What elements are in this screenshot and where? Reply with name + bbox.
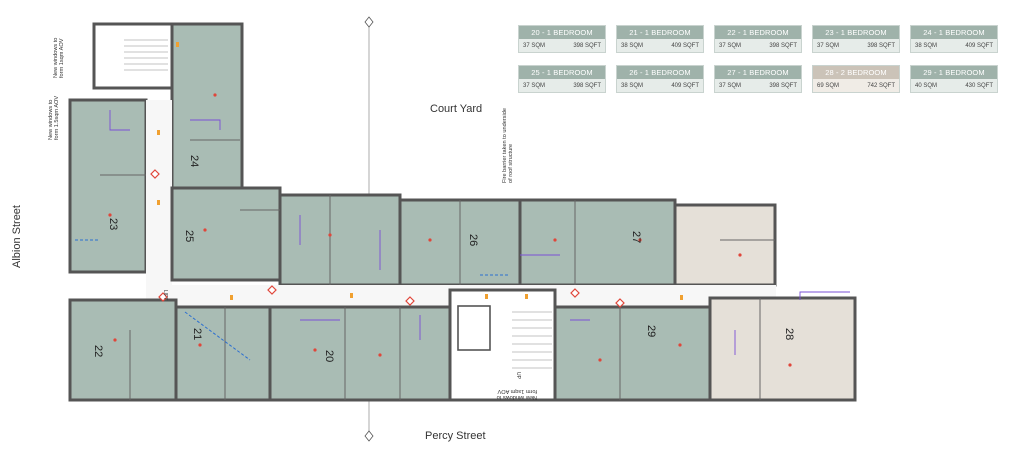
percy-street-label: Percy Street: [425, 430, 486, 442]
legend-sqm: 40 SQM: [915, 82, 938, 89]
legend-sqm: 37 SQM: [719, 82, 742, 89]
lift-label: LIFT: [162, 290, 168, 300]
legend-card-area: 38 SQM 409 SQFT: [911, 39, 997, 52]
legend-sqft: 430 SQFT: [965, 82, 993, 89]
legend-card-area: 38 SQM 409 SQFT: [617, 79, 703, 92]
fire-markers: [108, 93, 792, 367]
unit-label-29: 29: [645, 325, 657, 337]
unit-label-20: 20: [323, 350, 335, 362]
unit-label-26: 26: [467, 234, 479, 246]
unit-label-23: 23: [107, 218, 119, 230]
unit-label-21: 21: [191, 328, 203, 340]
aov-note-left: New windows to form 1.5sqm AOV: [48, 95, 61, 140]
legend-card-area: 37 SQM 398 SQFT: [813, 39, 899, 52]
legend-sqm: 38 SQM: [915, 42, 938, 49]
unit-22: [68, 298, 178, 402]
fire-barrier-note: Fire barrier taken to underside of roof …: [502, 108, 515, 183]
exit-signs: [150, 169, 625, 308]
legend-card: 22 - 1 BEDROOM 37 SQM 398 SQFT: [714, 25, 802, 53]
legend-sqft: 409 SQFT: [671, 82, 699, 89]
legend-card: 27 - 1 BEDROOM 37 SQM 398 SQFT: [714, 65, 802, 93]
aov-note-bottom: New windows to form 1sqm AOV: [496, 387, 537, 400]
legend-card: 23 - 1 BEDROOM 37 SQM 398 SQFT: [812, 25, 900, 53]
legend-card-area: 69 SQM 742 SQFT: [813, 79, 899, 92]
legend-sqft: 398 SQFT: [573, 82, 601, 89]
unit-20: [268, 305, 452, 402]
court-yard-label: Court Yard: [430, 103, 483, 115]
legend-sqm: 37 SQM: [523, 42, 546, 49]
unit-legend: 20 - 1 BEDROOM 37 SQM 398 SQFT 21 - 1 BEDRO…: [518, 25, 998, 97]
legend-card: 29 - 1 BEDROOM 40 SQM 430 SQFT: [910, 65, 998, 93]
lift-shaft: [457, 305, 491, 351]
albion-street-label: Albion Street: [11, 205, 23, 268]
legend-sqft: 398 SQFT: [769, 42, 797, 49]
legend-sqft: 742 SQFT: [867, 82, 895, 89]
unit-label-28: 28: [783, 328, 795, 340]
legend-sqft: 409 SQFT: [671, 42, 699, 49]
legend-sqm: 69 SQM: [817, 82, 840, 89]
legend-card-area: 38 SQM 409 SQFT: [617, 39, 703, 52]
unit-21: [174, 305, 272, 402]
legend-card-title: 23 - 1 BEDROOM: [813, 26, 899, 39]
fire-lines: [75, 239, 510, 361]
unit-label-22: 22: [92, 345, 104, 357]
legend-sqm: 38 SQM: [621, 42, 644, 49]
legend-card-title: 26 - 1 BEDROOM: [617, 66, 703, 79]
unit-label-24: 24: [188, 155, 200, 167]
legend-card-area: 37 SQM 398 SQFT: [715, 39, 801, 52]
partitions: [100, 139, 775, 400]
legend-card-area: 37 SQM 398 SQFT: [519, 79, 605, 92]
legend-card: 28 - 2 BEDROOM 69 SQM 742 SQFT: [812, 65, 900, 93]
legend-card-title: 22 - 1 BEDROOM: [715, 26, 801, 39]
section-marker-top: [364, 16, 374, 28]
legend-card-area: 37 SQM 398 SQFT: [519, 39, 605, 52]
legend-card: 20 - 1 BEDROOM 37 SQM 398 SQFT: [518, 25, 606, 53]
unit-29: [553, 305, 712, 402]
unit-label-25: 25: [183, 230, 195, 242]
legend-card-title: 29 - 1 BEDROOM: [911, 66, 997, 79]
door-markers: [157, 42, 683, 300]
legend-sqft: 398 SQFT: [769, 82, 797, 89]
unit-25: [170, 186, 282, 282]
legend-card-title: 25 - 1 BEDROOM: [519, 66, 605, 79]
legend-sqm: 37 SQM: [523, 82, 546, 89]
legend-card: 26 - 1 BEDROOM 38 SQM 409 SQFT: [616, 65, 704, 93]
stair-tower: [92, 22, 176, 90]
core-stair-treads: [512, 311, 552, 369]
legend-sqft: 409 SQFT: [965, 42, 993, 49]
unit-24: [170, 22, 244, 190]
legend-sqm: 38 SQM: [621, 82, 644, 89]
unit-block-top: [278, 193, 402, 287]
stair-treads: [124, 39, 168, 71]
service-lines: [109, 110, 850, 355]
legend-sqft: 398 SQFT: [573, 42, 601, 49]
legend-card-title: 24 - 1 BEDROOM: [911, 26, 997, 39]
legend-card-title: 27 - 1 BEDROOM: [715, 66, 801, 79]
legend-card-title: 20 - 1 BEDROOM: [519, 26, 605, 39]
legend-sqm: 37 SQM: [817, 42, 840, 49]
section-marker-bottom: [364, 430, 374, 442]
up-label: UP: [515, 372, 521, 380]
legend-card-title: 28 - 2 BEDROOM: [813, 66, 899, 79]
unit-28-top: [673, 203, 777, 287]
legend-card: 25 - 1 BEDROOM 37 SQM 398 SQFT: [518, 65, 606, 93]
unit-27: [518, 198, 677, 287]
unit-28-bottom: [708, 296, 857, 402]
unit-23: [68, 98, 148, 274]
legend-card-area: 40 SQM 430 SQFT: [911, 79, 997, 92]
legend-card: 21 - 1 BEDROOM 38 SQM 409 SQFT: [616, 25, 704, 53]
legend-sqft: 398 SQFT: [867, 42, 895, 49]
legend-card-area: 37 SQM 398 SQFT: [715, 79, 801, 92]
unit-label-27: 27: [630, 231, 642, 243]
legend-sqm: 37 SQM: [719, 42, 742, 49]
legend-card: 24 - 1 BEDROOM 38 SQM 409 SQFT: [910, 25, 998, 53]
legend-card-title: 21 - 1 BEDROOM: [617, 26, 703, 39]
aov-note-top: New windows to form 1sqm AOV: [53, 37, 66, 78]
